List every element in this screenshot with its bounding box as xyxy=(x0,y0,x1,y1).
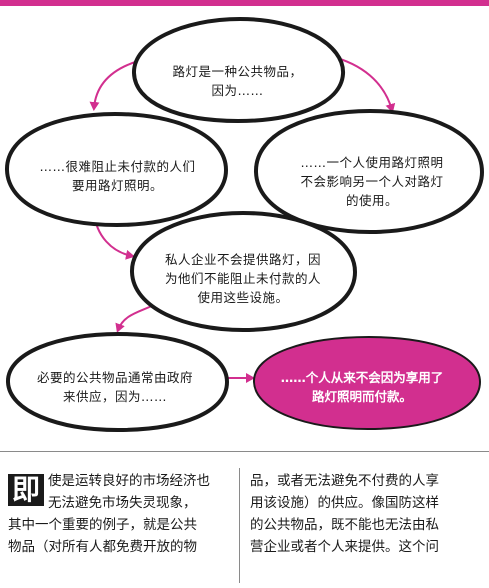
bubble-cause xyxy=(131,16,346,124)
node-text-government: 必要的公共物品通常由政府 来供应，因为…… xyxy=(36,370,193,404)
node-text-private: 私人企业不会提供路灯，因 为他们不能阻止未付款的人 使用这些设施。 xyxy=(164,252,321,305)
left-column-line: 其中一个重要的例子，就是公共 xyxy=(8,517,197,533)
top-accent-band xyxy=(0,0,489,6)
arrow-private-to-government xyxy=(115,303,157,333)
right-column-line: 用该设施）的供应。像国防这样 xyxy=(250,495,439,511)
bubble-government xyxy=(5,331,230,433)
node-text-freerider: ……个人从来不会因为享用了 路灯照明而付款。 xyxy=(280,370,444,404)
flow-diagram xyxy=(4,16,485,433)
bubble-freerider xyxy=(252,335,482,431)
left-column-line: 使是运转良好的市场经济也 xyxy=(48,473,210,489)
article-body: 即 使是运转良好的市场经济也 无法避免市场失灵现象， 其中一个重要的例子，就是公… xyxy=(0,458,489,588)
left-column-line: 无法避免市场失灵现象， xyxy=(48,495,197,511)
drop-cap: 即 xyxy=(8,474,44,506)
node-text-rivalry: ……一个人使用路灯照明 不会影响另一个人对路灯 的使用。 xyxy=(300,155,444,208)
node-text-cause: 路灯是一种公共物品， 因为…… xyxy=(172,64,303,98)
bubble-exclusion xyxy=(4,111,229,228)
right-column-line: 品，或者无法避免不付费的人享 xyxy=(250,473,439,489)
bubble-private xyxy=(129,210,358,333)
right-column-line: 营企业或者个人来提供。这个问 xyxy=(250,539,439,555)
node-text-exclusion: ……很难阻止未付款的人们 要用路灯照明。 xyxy=(39,159,196,193)
section-divider xyxy=(0,451,489,452)
left-column-line: 物品（对所有人都免费开放的物 xyxy=(8,539,197,555)
column-divider xyxy=(239,468,240,583)
right-column-line: 的公共物品，既不能也无法由私 xyxy=(250,517,439,533)
